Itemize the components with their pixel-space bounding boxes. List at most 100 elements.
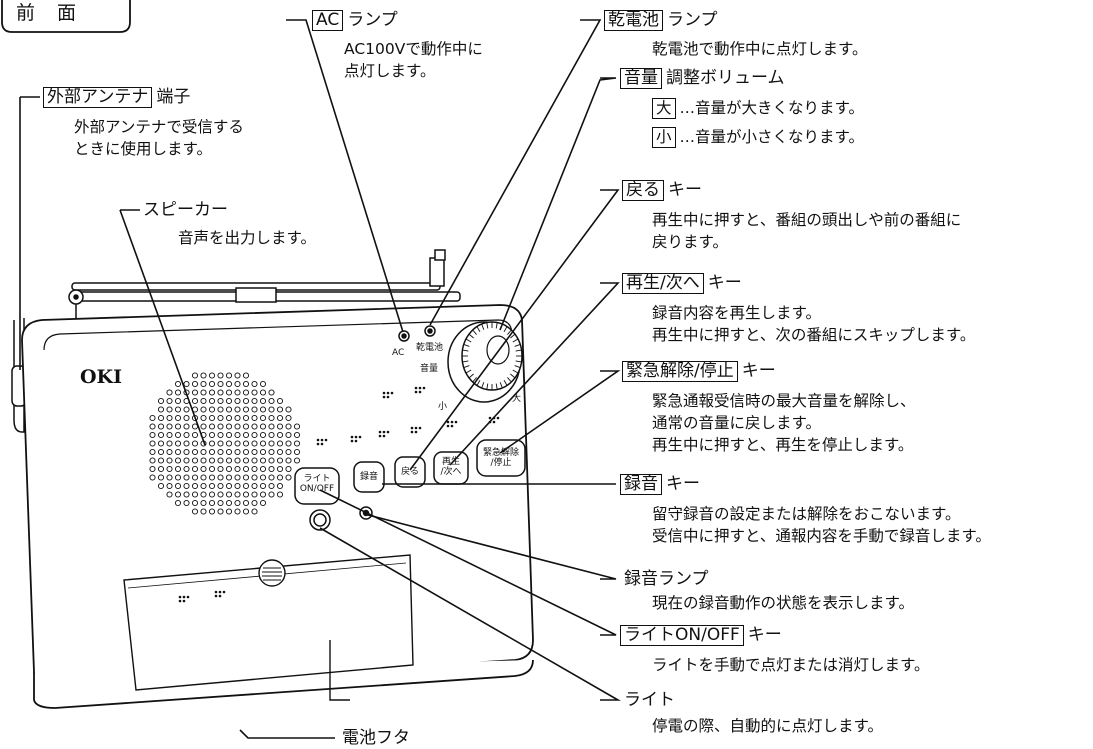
speaker-hole — [191, 380, 199, 388]
speaker-hole — [268, 389, 275, 396]
speaker-hole — [166, 482, 173, 490]
speaker-hole — [251, 457, 258, 464]
speaker-hole — [234, 423, 241, 430]
speaker-hole — [225, 448, 233, 456]
speaker-hole — [217, 474, 224, 481]
speaker-hole — [166, 465, 173, 473]
speaker-hole — [276, 414, 284, 422]
speaker-hole — [285, 423, 292, 430]
speaker-hole — [217, 389, 224, 396]
rec-lamp-label: 録音ランプ — [624, 569, 709, 589]
volume-small-row: 小…音量が小さくなります。 — [652, 126, 864, 148]
speaker-hole — [191, 465, 199, 473]
button-stop[interactable]: 緊急解除/停止 — [479, 448, 523, 468]
speaker-hole — [217, 482, 224, 490]
speaker-hole — [242, 406, 250, 413]
play-suffix: キー — [707, 273, 742, 293]
button-record[interactable]: 録音 — [359, 472, 378, 482]
light-desc: 停電の際、自動的に点灯します。 — [652, 717, 883, 735]
braille-dot — [186, 595, 190, 599]
speaker-hole — [208, 440, 216, 447]
braille-dot — [418, 426, 422, 430]
button-stop-line1: 緊急解除 — [482, 448, 519, 458]
back-desc-1: 再生中に押すと、番組の頭出しや前の番組に — [652, 211, 962, 229]
knurl-line — [462, 349, 469, 352]
speaker-hole — [276, 482, 284, 490]
speaker-hole — [183, 474, 190, 481]
speaker-hole — [191, 457, 199, 464]
knurl-line — [499, 382, 503, 389]
antenna — [68, 249, 461, 318]
braille-dot — [350, 439, 354, 443]
button-play[interactable]: 再生/次へ — [435, 457, 467, 477]
speaker-hole — [293, 457, 301, 464]
speaker-hole — [293, 423, 301, 430]
speaker-hole — [259, 380, 267, 388]
knurl-line — [476, 326, 481, 333]
speaker-hole — [276, 457, 284, 464]
knurl-line — [472, 329, 477, 335]
speaker-hole — [217, 372, 224, 379]
knurl-line — [515, 349, 522, 352]
speaker-hole — [200, 372, 207, 379]
device-body — [21, 304, 534, 709]
speaker-hole — [174, 474, 182, 481]
button-back[interactable]: 戻る — [400, 467, 419, 477]
speaker-hole — [191, 389, 199, 396]
speaker-hole — [259, 499, 267, 507]
speaker-hole — [225, 389, 233, 396]
speaker-hole — [276, 474, 284, 481]
lamps — [398, 325, 436, 342]
speaker-hole — [200, 491, 207, 498]
speaker-hole — [183, 448, 190, 456]
speaker-hole — [259, 457, 267, 464]
back-desc-2: 戻ります。 — [652, 233, 728, 251]
knurl-line — [486, 322, 489, 329]
speaker-hole — [242, 389, 250, 396]
speaker-hole — [183, 457, 190, 464]
speaker-hole — [200, 499, 207, 507]
speaker-hole — [191, 482, 199, 490]
speaker-hole — [200, 474, 207, 481]
emergency-desc-1: 緊急通報受信時の最大音量を解除し、 — [652, 392, 916, 410]
speaker-hole — [251, 491, 258, 498]
speaker-hole — [157, 457, 165, 464]
knurl-line — [465, 369, 472, 374]
emergency-desc-3: 再生中に押すと、再生を停止します。 — [652, 436, 914, 454]
speaker-hole — [234, 499, 241, 507]
speaker-hole — [259, 465, 267, 473]
knurl-line — [507, 377, 512, 383]
speaker-hole — [200, 380, 207, 388]
braille-dot — [178, 599, 182, 603]
speaker-hole — [225, 499, 233, 507]
emergency-key-label: 緊急解除/停止キー — [622, 360, 776, 382]
knurl-line — [503, 379, 508, 386]
speaker-hole — [259, 431, 267, 439]
speaker-hole — [208, 423, 216, 430]
speaker-hole — [208, 465, 216, 473]
speaker-hole — [174, 440, 182, 447]
speaker-hole — [285, 414, 292, 422]
speaker-hole — [276, 406, 284, 413]
speaker-hole — [234, 406, 241, 413]
speaker-hole — [234, 397, 241, 405]
speaker-hole — [217, 499, 224, 507]
braille-dot — [378, 434, 382, 438]
knurl-line — [495, 322, 498, 329]
speaker-hole — [234, 474, 241, 481]
speaker-hole — [225, 414, 233, 422]
braille-dot — [410, 430, 414, 434]
speaker-hole — [234, 448, 241, 456]
braille-dot — [386, 391, 390, 395]
speaker-hole — [225, 482, 233, 490]
speaker-hole — [234, 389, 241, 396]
speaker-hole — [276, 397, 284, 405]
speaker-hole — [242, 414, 250, 422]
speaker-label: スピーカー — [143, 200, 228, 220]
speaker-hole — [208, 474, 216, 481]
braille-dot — [450, 424, 454, 428]
braille-dot — [320, 438, 324, 442]
